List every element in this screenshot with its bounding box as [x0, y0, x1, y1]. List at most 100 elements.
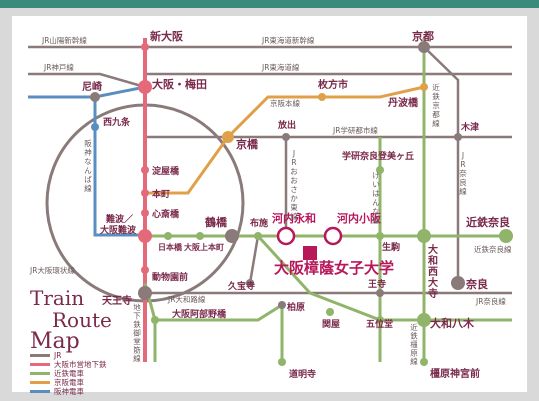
- legend-label: 近鉄電車: [54, 368, 84, 378]
- label-kawachieiwa: 河内永和: [272, 211, 316, 225]
- title-line3: Map: [30, 329, 80, 354]
- line-label-kashihara-char: 橿: [410, 339, 418, 349]
- line-label-kyoto-kintetsu-char: 鉄: [432, 91, 440, 101]
- legend-swatch: [30, 372, 50, 375]
- line-label-kyoto-kintetsu-char: 近: [432, 82, 440, 92]
- line-label-tokaido-shinkansen: JR東海道新幹線: [261, 35, 315, 45]
- line-label-jr-nara-lower: JR奈良線: [475, 296, 506, 306]
- station-dot-kawachieiwa: [276, 226, 296, 246]
- label-oji: 王寺: [368, 278, 386, 290]
- station-dot-kizu: [454, 133, 462, 141]
- line-label-yamatoji: JR大和路線: [167, 294, 206, 304]
- line-label-keihanna-char: い: [372, 180, 380, 189]
- university-marker: [303, 246, 317, 260]
- station-dot-hanaten: [282, 133, 290, 141]
- label-nanba-1: 難波／: [106, 213, 133, 225]
- line-label-hanshin-namba-char: ん: [84, 166, 92, 175]
- jr-kobe-line: [28, 72, 146, 89]
- label-fuse: 布施: [249, 217, 268, 229]
- station-dot-niwabashi: [420, 83, 428, 91]
- station-dot-nanba: [138, 229, 152, 243]
- station-dot-yodoyabashi: [141, 166, 149, 174]
- line-label-keihanna-char: は: [372, 189, 380, 198]
- station-dot-osakaumeda: [138, 80, 152, 94]
- station-dot-fuse: [254, 232, 262, 240]
- line-label-kintetsu-nara: 近鉄奈良線: [474, 244, 512, 254]
- top-band: [0, 0, 539, 8]
- station-dot-tennoji: [138, 286, 152, 300]
- label-kawachikosaka: 河内小阪: [337, 211, 382, 225]
- label-yamatosaidaiji-char: 和: [427, 254, 438, 267]
- label-goidou: 五位堂: [366, 318, 393, 330]
- line-label-kyoto-kintetsu-char: 都: [432, 110, 440, 119]
- station-dot-nishikujo: [91, 123, 99, 131]
- line-label-keihanna-char: け: [372, 171, 380, 180]
- label-yodoyabashi: 淀屋橋: [152, 165, 180, 177]
- label-domyoji: 道明寺: [289, 368, 316, 380]
- station-dot-goidou: [376, 316, 384, 324]
- line-label-sanyo: JR山陽新幹線: [41, 35, 87, 45]
- map-panel: [12, 16, 527, 392]
- label-nanba-2: 大阪難波: [100, 224, 137, 236]
- station-dot-shinosaka: [141, 43, 149, 51]
- label-yamatosaidaiji-char: 大: [428, 243, 438, 256]
- line-label-osakahigashi-char: J: [292, 149, 295, 158]
- label-dobutsuenmae: 動物園前: [152, 271, 188, 283]
- line-label-keihan-main: 京阪本線: [270, 98, 300, 108]
- label-kyoto: 京都: [412, 29, 434, 43]
- line-label-jr-nara: JR奈良線: [459, 151, 467, 196]
- station-dot-kyoto: [418, 41, 430, 53]
- line-label-subway-midosuji-char: 下: [133, 312, 141, 321]
- label-yamatosaidaiji-char: 西: [428, 266, 438, 278]
- station-dot-dobutsuenmae: [141, 266, 149, 274]
- station-dot-gakkentoshi: [376, 166, 384, 174]
- line-label-tokaido: JR東海道線: [261, 62, 300, 72]
- station-dot-nippombashi: [164, 232, 172, 240]
- hanshin-namba-line: [93, 97, 145, 237]
- line-label-subway-midosuji-char: 筋: [133, 345, 141, 355]
- line-label-subway-midosuji-char: 御: [133, 328, 141, 338]
- vertical-line-labels: 阪神なんば線JRおおさか東線近鉄京都線JR奈良線けいはんな線近鉄橿原線地下鉄御堂…: [84, 82, 467, 366]
- line-label-jr-nara-char: J: [461, 151, 464, 160]
- line-label-osakahigashi-char: お: [290, 176, 298, 185]
- line-label-kashihara-char: 線: [410, 356, 418, 366]
- label-kashiwara: 柏原: [287, 301, 305, 313]
- line-label-keihanna-char: な: [372, 207, 380, 216]
- station-dot-sekiya: [326, 308, 334, 316]
- jr-kyoto-nara-link: [423, 46, 460, 137]
- label-kizu: 木津: [460, 121, 479, 133]
- line-label-gakkentoshi: JR学研都市線: [332, 125, 378, 135]
- line-label-osakahigashi-char: か: [290, 194, 298, 203]
- line-label-hanshin-namba-char: ば: [84, 175, 92, 184]
- station-dot-osakauehonmachi: [196, 232, 204, 240]
- station-dot-shinsaibashi: [141, 209, 149, 217]
- label-gakkentoshi: 学研奈良登美ヶ丘: [342, 150, 414, 162]
- line-label-osakahigashi-char: 線: [290, 211, 298, 221]
- label-yamatosaidaiji-char: 寺: [428, 287, 438, 300]
- label-amagasaki: 尼崎: [82, 80, 102, 93]
- station-dot-honmachi: [141, 189, 149, 197]
- line-label-hanshin-namba-char: 神: [84, 147, 92, 157]
- legend-label: 阪神電車: [54, 386, 84, 396]
- label-hirakatashi: 枚方市: [318, 78, 348, 91]
- station-dot-kashiwara: [278, 301, 286, 309]
- line-label-jr-nara-char: 線: [459, 186, 467, 196]
- label-niwabashi: 丹波橋: [388, 96, 419, 109]
- line-label-kashihara-char: 鉄: [410, 331, 418, 341]
- label-kashiharajingumae: 橿原神宮前: [430, 367, 480, 380]
- line-labels: JR山陽新幹線 JR東海道新幹線 JR神戸線 JR東海道線 京阪本線 JR学研都…: [29, 35, 512, 306]
- station-markers: [90, 41, 513, 366]
- line-label-kashihara-char: 近: [410, 322, 418, 332]
- legend-label: JR: [53, 351, 61, 360]
- line-label-kyoto-kintetsu-char: 京: [432, 100, 440, 110]
- keihan-lines: [145, 85, 425, 195]
- label-nishikujo: 西九条: [103, 116, 131, 128]
- line-label-osakahigashi-char: お: [290, 167, 298, 176]
- label-tsuruhashi: 鶴橋: [205, 215, 228, 229]
